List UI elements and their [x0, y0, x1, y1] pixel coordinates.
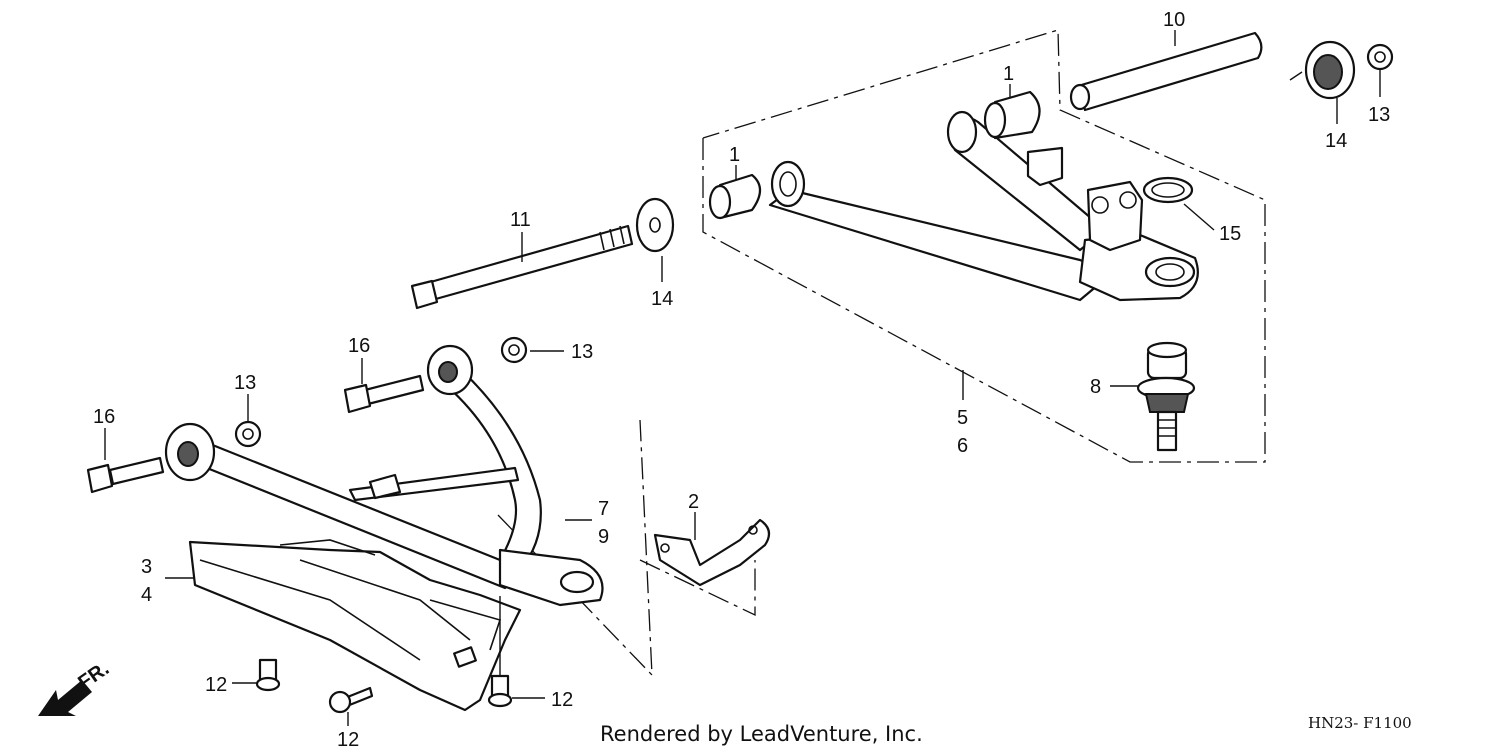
- callout-8: 8: [1090, 376, 1101, 398]
- bushing-upper-front: [708, 173, 762, 220]
- callout-16-front: 16: [93, 406, 115, 428]
- callout-7: 7: [598, 498, 609, 520]
- callout-11: 11: [510, 209, 531, 231]
- pivot-shaft: [1069, 31, 1263, 112]
- bolt-lower-front: [86, 456, 165, 494]
- arrow-icon: [38, 680, 92, 716]
- lower-arm: [164, 344, 604, 607]
- footer-credit: Rendered by LeadVenture, Inc.: [600, 722, 923, 746]
- callout-16-rear: 16: [348, 335, 370, 357]
- bolt-guard-1: [255, 658, 281, 692]
- callout-10: 10: [1163, 9, 1185, 31]
- bolt-guard-3: [487, 674, 513, 708]
- bracket: [653, 518, 771, 587]
- callout-14-left: 14: [651, 288, 673, 310]
- washer-upper-right: [1304, 40, 1356, 100]
- upper-arm-assembly-outline: [702, 29, 1266, 463]
- nut-upper-right: [1366, 43, 1394, 71]
- upper-pivot-bolt: [410, 224, 634, 310]
- nut-lower-rear: [500, 336, 528, 364]
- bolt-guard-2: [328, 686, 374, 714]
- callout-13-top: 13: [1368, 104, 1390, 126]
- ball-joint: [1136, 341, 1196, 452]
- callout-12-c: 12: [551, 689, 573, 711]
- lower-arm-assembly-outline: [497, 419, 756, 677]
- front-direction-arrow: FR.: [38, 658, 113, 716]
- callout-labels: 1 1 2 3 4 5 6 7 8 9 10 11 12 12 12 13 13…: [93, 9, 1390, 751]
- callout-1-rear: 1: [1003, 63, 1014, 85]
- callout-12-b: 12: [337, 729, 359, 751]
- washer-upper-left: [635, 197, 675, 253]
- callout-15: 15: [1219, 223, 1241, 245]
- callout-14-right: 14: [1325, 130, 1347, 152]
- callout-2: 2: [688, 491, 699, 513]
- callout-13-lower-rear: 13: [571, 341, 593, 363]
- nut-lower-front: [234, 420, 262, 448]
- bushing-upper-rear: [983, 90, 1041, 140]
- bolt-lower-rear: [343, 374, 425, 414]
- leader-lines: [104, 30, 1381, 726]
- diagram-code: HN23- F1100: [1308, 714, 1412, 732]
- callout-12-a: 12: [205, 674, 227, 696]
- callout-13-lower-front: 13: [234, 372, 256, 394]
- skid-guard: [188, 539, 522, 712]
- callout-9: 9: [598, 526, 609, 548]
- callout-5: 5: [957, 407, 968, 429]
- callout-6: 6: [957, 435, 968, 457]
- callout-4: 4: [141, 584, 152, 606]
- dust-seal: [1142, 176, 1194, 204]
- callout-3: 3: [141, 556, 152, 578]
- upper-arm: [768, 110, 1199, 302]
- callout-1-front: 1: [729, 144, 740, 166]
